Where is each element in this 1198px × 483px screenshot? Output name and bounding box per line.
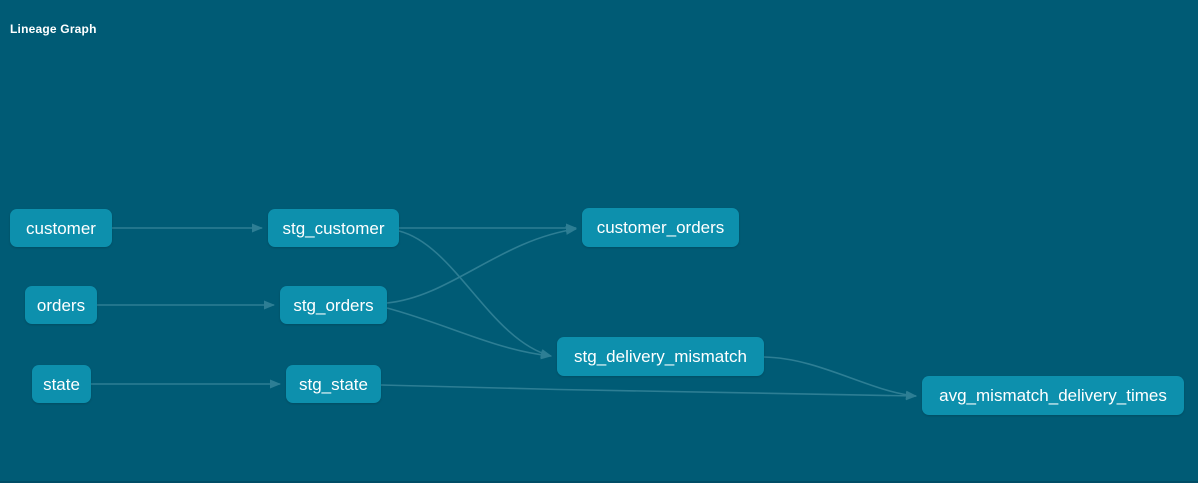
lineage-edge xyxy=(386,226,578,304)
lineage-edge xyxy=(386,307,553,360)
lineage-node-customer[interactable]: customer xyxy=(10,209,112,247)
page-title: Lineage Graph xyxy=(10,22,97,36)
lineage-edge xyxy=(763,356,918,400)
lineage-node-label: customer xyxy=(26,218,96,238)
lineage-node-label: state xyxy=(43,374,80,394)
lineage-node-stg_state[interactable]: stg_state xyxy=(286,365,381,403)
lineage-node-stg_customer[interactable]: stg_customer xyxy=(268,209,399,247)
lineage-node-label: stg_delivery_mismatch xyxy=(574,347,747,366)
lineage-node-label: stg_orders xyxy=(293,295,374,315)
lineage-edge xyxy=(380,384,918,401)
lineage-node-label: customer_orders xyxy=(596,218,725,237)
lineage-node-stg_orders[interactable]: stg_orders xyxy=(280,286,387,324)
lineage-node-label: stg_customer xyxy=(282,218,385,238)
lineage-node-state[interactable]: state xyxy=(32,365,91,403)
lineage-node-stg_delivery_mismatch[interactable]: stg_delivery_mismatch xyxy=(557,337,764,376)
lineage-node-label: orders xyxy=(36,295,86,315)
lineage-node-label: avg_mismatch_delivery_times xyxy=(939,386,1167,405)
lineage-edge xyxy=(398,230,553,358)
lineage-node-orders[interactable]: orders xyxy=(25,286,97,324)
lineage-node-avg_mismatch_delivery_times[interactable]: avg_mismatch_delivery_times xyxy=(922,376,1184,415)
lineage-node-customer_orders[interactable]: customer_orders xyxy=(582,208,739,247)
lineage-node-label: stg_state xyxy=(299,374,368,394)
